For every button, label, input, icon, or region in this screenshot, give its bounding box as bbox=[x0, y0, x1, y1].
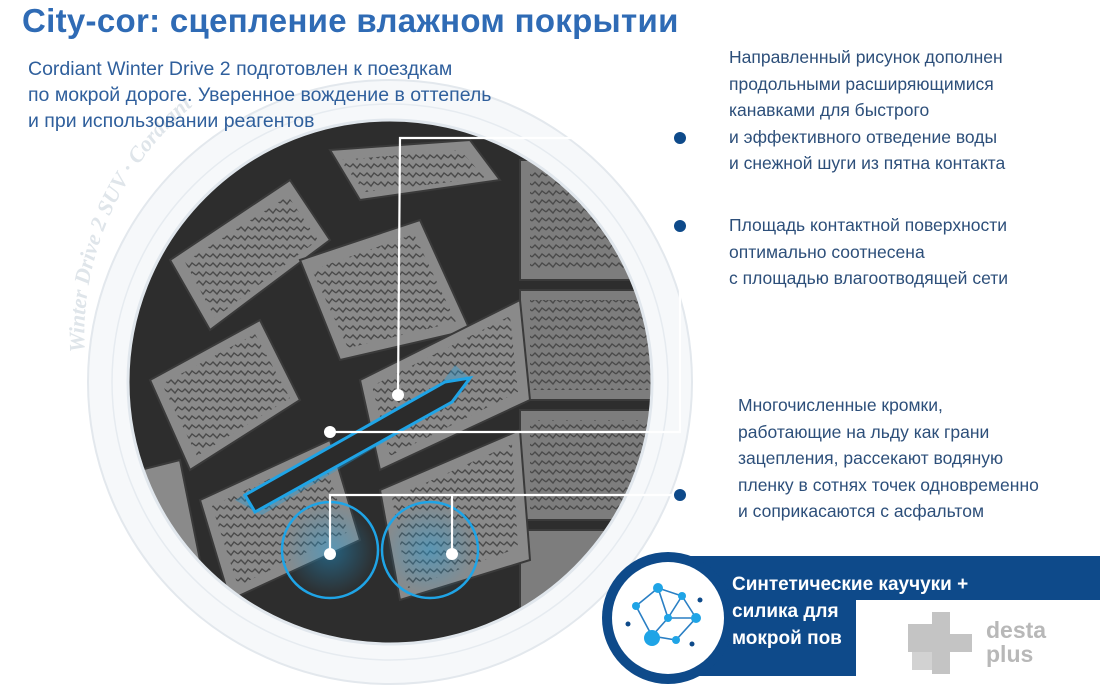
subtitle-line: Cordiant Winter Drive 2 подготовлен к по… bbox=[28, 58, 453, 80]
watermark-line: plus bbox=[986, 641, 1034, 667]
callout-line: зацепления, рассекают водяную bbox=[738, 448, 1004, 468]
callout-line: и снежной шуги из пятна контакта bbox=[729, 153, 1006, 173]
callout-line: и эффективного отведение воды bbox=[729, 126, 998, 147]
watermark-line: desta bbox=[986, 617, 1047, 643]
desta-plus-logo-icon bbox=[908, 612, 972, 674]
callout-line: работающие на льду как грани bbox=[738, 421, 990, 442]
callout-edges: Многочисленные кромки, работающие на льд… bbox=[738, 392, 1039, 525]
banner-line: силика для bbox=[732, 601, 839, 622]
callout-line: Направленный рисунок дополнен bbox=[729, 47, 1003, 67]
callout-leaders bbox=[328, 136, 682, 554]
callout-line: оптимально соотнесена bbox=[729, 241, 925, 262]
callout-line: Многочисленные кромки, bbox=[738, 395, 943, 415]
subtitle-line: по мокрой дороге. Уверенное вождение в о… bbox=[28, 84, 492, 106]
banner-text: Синтетические каучуки + силика для мокро… bbox=[732, 571, 968, 652]
callout-line: канавками для быстрого bbox=[729, 100, 930, 120]
callout-line: продольными расширяющимися bbox=[729, 73, 994, 94]
subtitle-line: и при использовании реагентов bbox=[28, 110, 315, 132]
banner-line: Синтетические каучуки + bbox=[732, 574, 969, 595]
subtitle: Cordiant Winter Drive 2 подготовлен к по… bbox=[28, 56, 588, 134]
callout-line: пленку в сотнях точек одновременно bbox=[738, 474, 1039, 495]
callout-contact-area: Площадь контактной поверхности оптимальн… bbox=[729, 212, 1008, 292]
banner-line: мокрой пов bbox=[732, 628, 842, 649]
callout-line: с площадью влагоотводящей сети bbox=[729, 268, 1009, 288]
callout-dots bbox=[324, 132, 686, 560]
molecule-icon bbox=[602, 552, 734, 684]
callout-grooves: Направленный рисунок дополнен продольным… bbox=[729, 44, 1005, 177]
callout-line: Площадь контактной поверхности bbox=[729, 215, 1008, 235]
callout-line: и соприкасаются с асфальтом bbox=[738, 501, 984, 521]
watermark-text: desta plus bbox=[986, 618, 1046, 666]
watermark bbox=[856, 600, 1100, 686]
page-title: City-cor: сцепление влажном покрытии bbox=[22, 2, 679, 39]
